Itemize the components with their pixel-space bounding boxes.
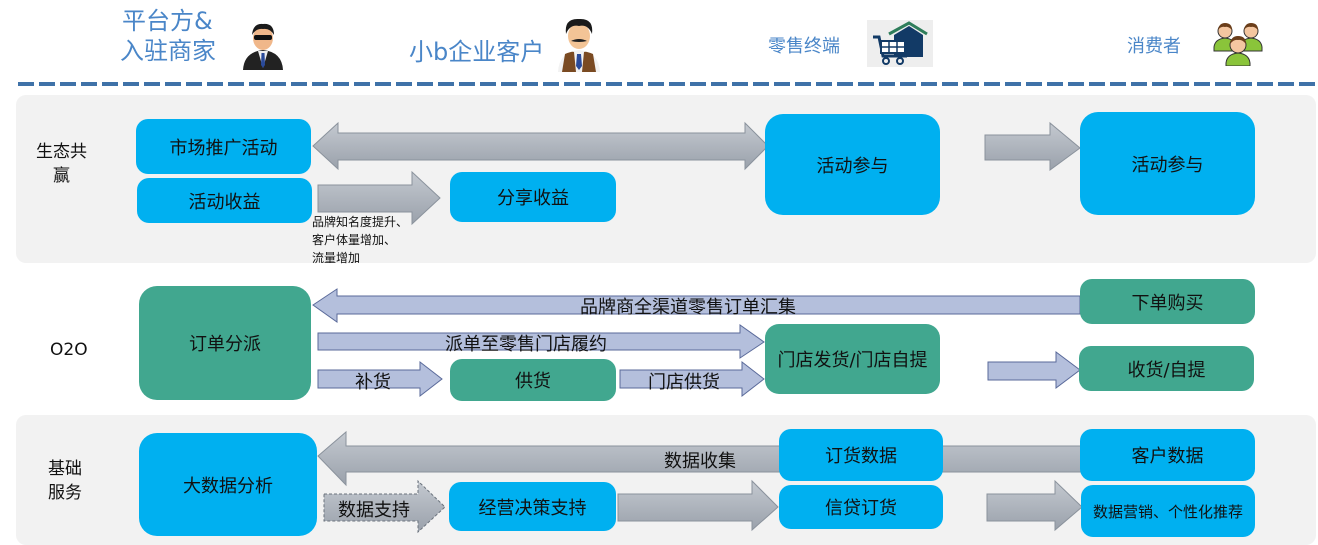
- box-activity-participation-consumer: 活动参与: [1080, 112, 1255, 215]
- arrow-dispatch: [317, 324, 765, 359]
- arrow-label-dispatch: 派单至零售门店履约: [445, 334, 607, 355]
- arrow-store-supply: [619, 360, 765, 398]
- box-supply: 供货: [450, 359, 616, 401]
- box-activity-participation-retail: 活动参与: [765, 114, 940, 215]
- arrow-participate-to-consumer: [984, 121, 1081, 171]
- box-place-order: 下单购买: [1080, 279, 1255, 324]
- box-credit-order: 信贷订货: [779, 485, 943, 529]
- arrow-credit-to-marketing: [986, 479, 1083, 532]
- box-market-promotion: 市场推广活动: [136, 119, 311, 174]
- arrow-income-to-share: [317, 170, 441, 226]
- actor-small-b-label: 小b企业客户: [409, 38, 545, 66]
- box-activity-income: 活动收益: [137, 178, 312, 223]
- header-divider-dashed-line: [18, 82, 1318, 86]
- row-label-basic-services: 基础 服务: [48, 457, 82, 505]
- box-receive-pickup: 收货/自提: [1079, 346, 1254, 391]
- store-cart-icon: [867, 20, 933, 67]
- benefit-note-line: 流量增加: [312, 251, 361, 265]
- box-big-data-analysis: 大数据分析: [139, 433, 317, 536]
- arrow-label-data-support: 数据支持: [338, 500, 410, 521]
- arrow-ship-to-receive: [987, 351, 1081, 389]
- actor-consumer-label: 消费者: [1127, 36, 1181, 57]
- arrow-replenish: [317, 360, 443, 398]
- row-label-o2o: O2O: [50, 340, 88, 360]
- actor-retail-label: 零售终端: [768, 36, 840, 57]
- arrow-label-replenish: 补货: [355, 372, 391, 393]
- arrow-label-aggregate: 品牌商全渠道零售订单汇集: [580, 297, 796, 318]
- box-store-ship-pickup: 门店发货/门店自提: [765, 324, 940, 394]
- row-label-ecosystem-line1: 生态共: [36, 142, 87, 162]
- box-customer-data: 客户数据: [1080, 429, 1255, 481]
- arrow-data-support: [323, 479, 446, 534]
- arrow-promo-double: [312, 121, 769, 171]
- group-people-icon: [1213, 23, 1263, 66]
- row-label-ecosystem-line2: 赢: [53, 166, 70, 186]
- box-order-dispatch: 订单分派: [139, 286, 311, 400]
- actor-platform-label: 平台方& 入驻商家: [120, 6, 216, 66]
- actor-platform-label-line2: 入驻商家: [120, 37, 216, 65]
- box-business-decision-support: 经营决策支持: [449, 482, 616, 531]
- benefit-note-line: 品牌知名度提升、: [312, 215, 409, 229]
- arrow-label-data-collect: 数据收集: [664, 451, 736, 472]
- actor-platform-label-line1: 平台方&: [122, 7, 213, 35]
- benefit-note: 品牌知名度提升、 客户体量增加、 流量增加: [312, 213, 408, 267]
- row-label-basic-line1: 基础: [48, 459, 82, 479]
- box-share-income: 分享收益: [450, 172, 616, 222]
- benefit-note-line: 客户体量增加、: [312, 233, 397, 247]
- box-data-marketing: 数据营销、个性化推荐: [1081, 485, 1255, 537]
- row-label-basic-line2: 服务: [48, 483, 82, 503]
- mustache-man-icon: [558, 18, 600, 72]
- businessman-sunglasses-icon: [243, 23, 283, 70]
- arrow-label-store-supply: 门店供货: [648, 372, 720, 393]
- arrow-decision-to-credit: [617, 479, 779, 532]
- row-label-ecosystem: 生态共 赢: [36, 140, 87, 188]
- box-order-data: 订货数据: [779, 429, 943, 481]
